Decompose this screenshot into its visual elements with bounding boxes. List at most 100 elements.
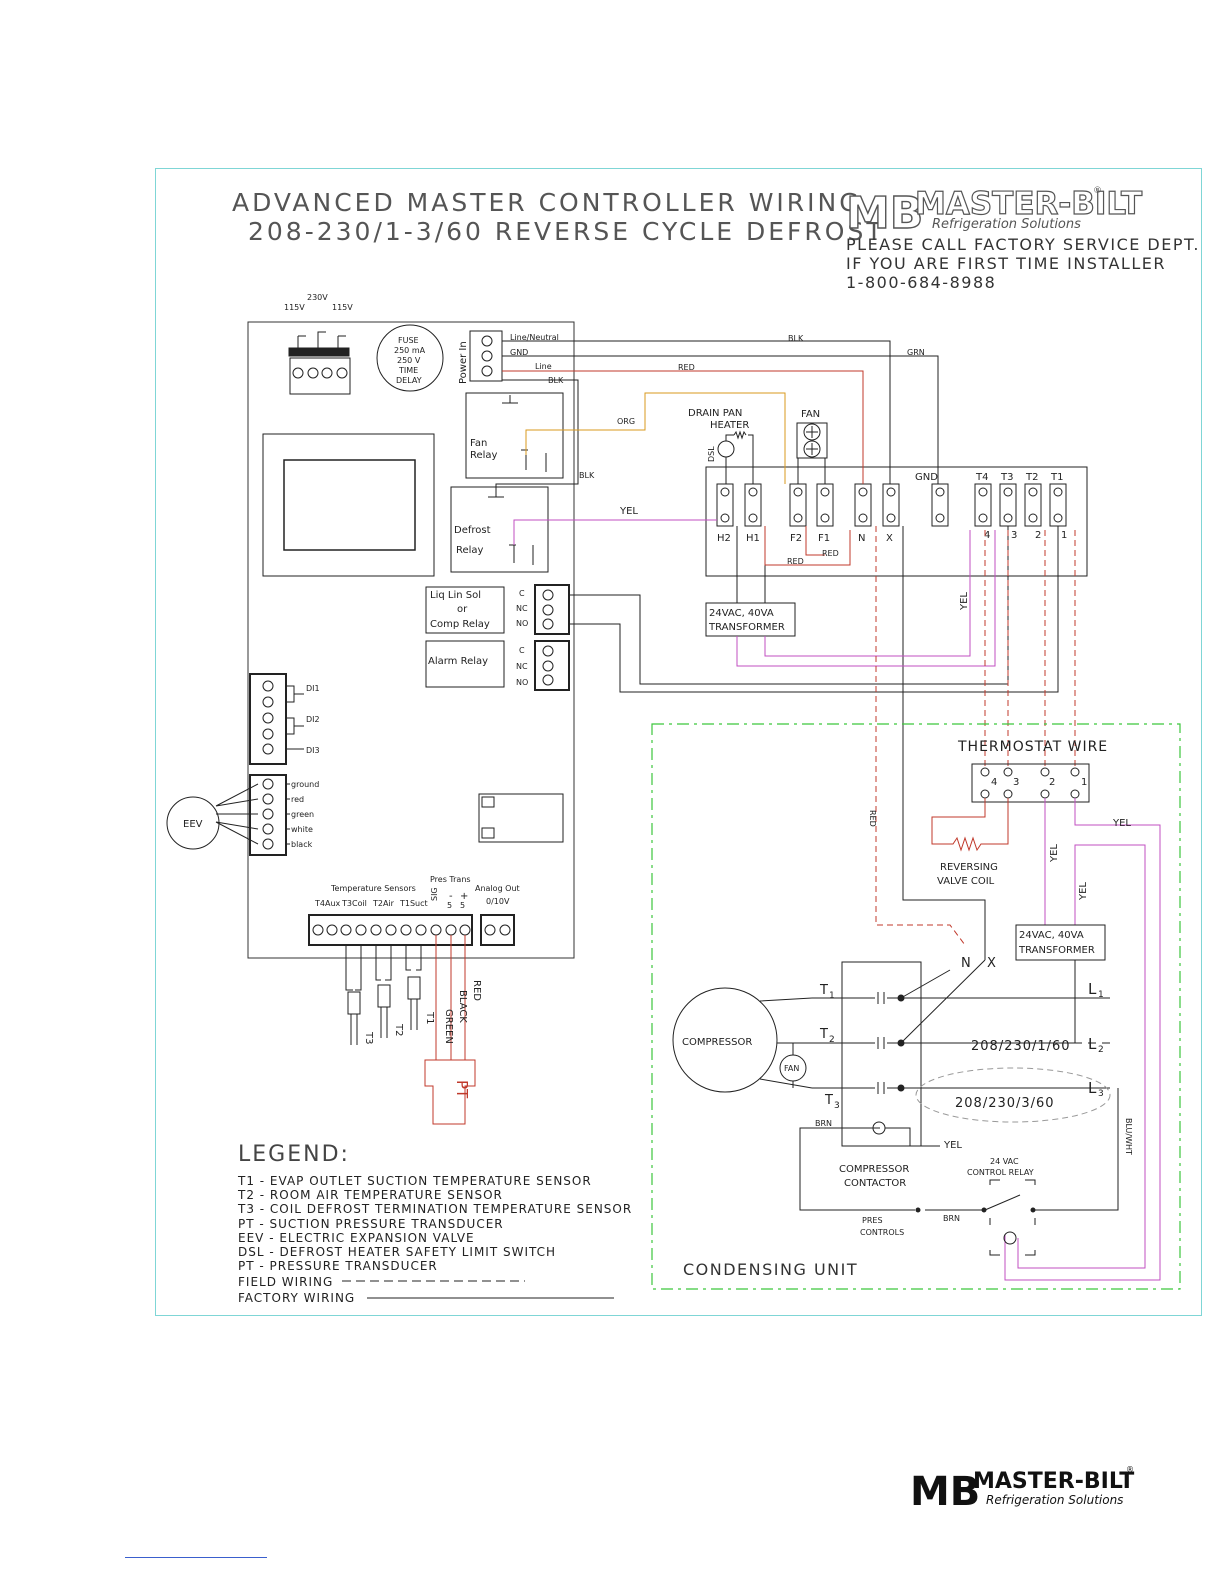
reversing-valve-label-1: REVERSING [940, 862, 998, 873]
footer-brand-tagline: Refrigeration Solutions [986, 1493, 1123, 1507]
wire-label-blk-1: BLK [788, 334, 804, 343]
brand-reg: ® [1093, 186, 1102, 196]
control-relay-label-2: CONTROL RELAY [967, 1168, 1034, 1177]
di1-label: DI1 [306, 684, 320, 693]
alarm-nc-label: NC [516, 662, 528, 671]
evap-gnd-label: GND [915, 472, 938, 483]
fan-relay-label-1: Fan [470, 438, 487, 449]
term-t3-label: T3 [1000, 472, 1013, 483]
fan-relay [465, 392, 564, 479]
title-line-1: ADVANCED MASTER CONTROLLER WIRING [232, 188, 862, 217]
term-t2-label: T2 [1025, 472, 1038, 483]
sensor-t2air-label: T2Air [372, 899, 395, 908]
drain-pan-label-2: HEATER [710, 420, 749, 431]
wire-label-blk-3: BLK [579, 471, 595, 480]
condensing-transformer [1015, 924, 1106, 961]
fuse-label-2: 250 mA [394, 346, 426, 355]
wire-label-red-3: RED [822, 549, 839, 558]
liq-relay-terminal [534, 584, 570, 635]
sensor-t4aux-label: T4Aux [314, 899, 341, 908]
condensing-unit-boundary [651, 723, 1181, 1290]
field-wiring-red [875, 526, 1076, 946]
cond-term-4: 4 [991, 777, 997, 788]
gnd-label: GND [510, 348, 528, 357]
evap-transformer [705, 602, 796, 637]
contactor-contacts [812, 959, 1105, 1094]
eev-wire-black: black [291, 840, 313, 849]
notice-line-2: IF YOU ARE FIRST TIME INSTALLER [846, 254, 1166, 273]
term-h2-label: H2 [717, 533, 731, 544]
legend-item-1: T1 - EVAP OUTLET SUCTION TEMPERATURE SEN… [237, 1174, 592, 1188]
pres-5-label-2: 5 [460, 901, 465, 910]
wire-label-red-2: RED [787, 557, 804, 566]
probe-t1-label: T1 [424, 1011, 435, 1024]
eev-icon [166, 796, 220, 850]
line-supply-field [920, 997, 1115, 1089]
di3-label: DI3 [306, 746, 320, 755]
legend-item-4: PT - SUCTION PRESSURE TRANSDUCER [238, 1217, 504, 1231]
power-in-terminal [469, 330, 503, 382]
footer-link-underline[interactable] [125, 1557, 267, 1558]
liq-c-label: C [519, 589, 525, 598]
fuse-icon [376, 324, 444, 392]
pres-sig-label: SIG [430, 887, 439, 901]
alarm-relay-terminal [534, 640, 570, 691]
title-line-2: 208-230/1-3/60 REVERSE CYCLE DEFROST [248, 217, 885, 246]
term-t1-label: T1 [1050, 472, 1063, 483]
compressor-label: COMPRESSOR [682, 1037, 752, 1048]
wire-label-yel-5: YEL [1078, 882, 1089, 901]
pt-label: PT [453, 1080, 471, 1099]
heater-icon [725, 430, 754, 484]
pres-controls-label-1: PRES [862, 1216, 883, 1225]
wire-label-blk-2: BLK [548, 376, 564, 385]
legend-heading: LEGEND: [238, 1142, 350, 1167]
probe-t3-label: T3 [363, 1031, 374, 1044]
factory-wiring-magenta [513, 519, 996, 667]
reversing-valve-label-2: VALVE COIL [937, 876, 995, 887]
term-x-label: X [886, 533, 893, 544]
display-screen [283, 459, 416, 551]
power-in-label: Power In [458, 341, 469, 384]
pres-controls-label-2: CONTROLS [860, 1228, 904, 1237]
l2-sub: 2 [1098, 1045, 1104, 1055]
digital-input-terminal [249, 673, 287, 765]
cond-transformer-label-1: 24VAC, 40VA [1019, 930, 1084, 941]
condenser-fan-label: FAN [784, 1064, 799, 1073]
alarm-c-label: C [519, 646, 525, 655]
term-4-label: 4 [984, 530, 990, 541]
brand-tagline: Refrigeration Solutions [932, 217, 1081, 232]
liq-no-label: NO [516, 619, 528, 628]
factory-wiring-red [502, 370, 864, 566]
term-3-label: 3 [1011, 530, 1017, 541]
alarm-relay-label: Alarm Relay [428, 656, 488, 667]
evap-terminal-strip [705, 466, 1088, 577]
cond-term-3: 3 [1013, 777, 1019, 788]
temp-sensors-label: Temperature Sensors [330, 884, 416, 893]
temperature-probes [345, 945, 422, 1045]
footer-brand-reg: ® [1126, 1465, 1134, 1474]
brand-mark: MB [846, 188, 923, 239]
notice-phone: 1-800-684-8988 [846, 273, 996, 292]
dsl-switch-icon [717, 440, 735, 458]
dsl-label: DSL [707, 446, 716, 462]
condensing-tstat-block [971, 763, 1090, 803]
eev-terminal [249, 774, 287, 856]
l3-label: L [1088, 1079, 1097, 1097]
comm-port [478, 793, 564, 843]
liq-line-relay [425, 586, 505, 634]
footer-brand-mark: MB [910, 1469, 980, 1515]
liq-relay-label-2: or [457, 604, 468, 615]
three-phase-label: 208/230/3/60 [955, 1096, 1055, 1111]
t2-sub: 2 [829, 1035, 835, 1045]
cond-term-2: 2 [1049, 777, 1055, 788]
alarm-no-label: NO [516, 678, 528, 687]
analog-out-terminal [480, 914, 515, 946]
contactor-label-1: COMPRESSOR [839, 1164, 909, 1175]
single-phase-label: 208/230/1/60 [971, 1039, 1071, 1054]
alarm-relay [425, 640, 505, 688]
term-t4-label: T4 [975, 472, 988, 483]
eev-wire-green: green [291, 810, 314, 819]
t1-sub: 1 [829, 991, 835, 1001]
wire-label-yel-4: YEL [1049, 844, 1060, 863]
